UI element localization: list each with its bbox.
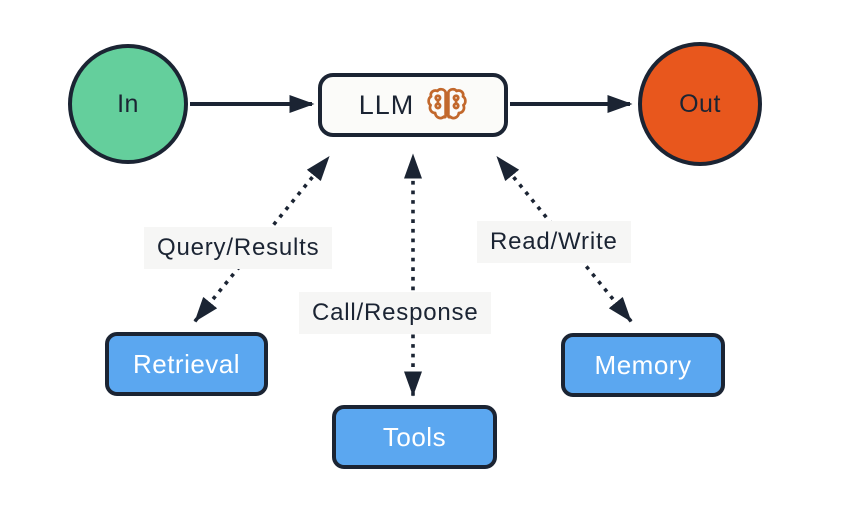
node-retrieval: Retrieval <box>105 332 268 396</box>
node-llm-label: LLM <box>358 89 415 120</box>
node-tools-label: Tools <box>382 421 447 452</box>
brain-circuit-icon <box>427 87 467 120</box>
node-in: In <box>68 44 188 164</box>
edge-label-call-response: Call/Response <box>299 292 492 335</box>
node-retrieval-label: Retrieval <box>132 348 241 379</box>
node-out: Out <box>638 42 762 166</box>
node-out-label: Out <box>679 89 721 118</box>
edge-label-query-results: Query/Results <box>144 227 333 270</box>
node-memory: Memory <box>561 333 725 397</box>
node-in-label: In <box>117 89 139 118</box>
node-tools: Tools <box>332 405 497 469</box>
edge-label-read-write: Read/Write <box>477 221 631 264</box>
node-memory-label: Memory <box>594 349 692 380</box>
node-llm: LLM <box>318 73 508 137</box>
